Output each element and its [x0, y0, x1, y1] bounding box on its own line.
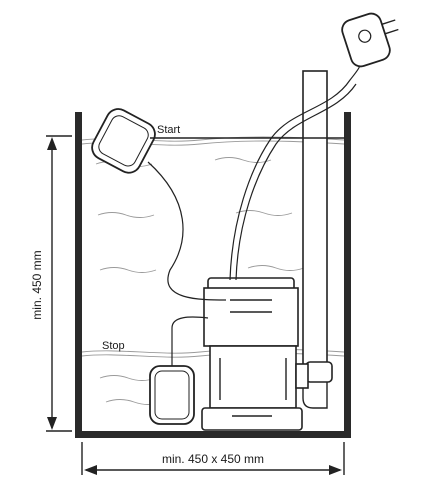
pump-motor-body: [209, 345, 297, 409]
arrow-down-icon: [47, 417, 57, 430]
wave-line: [247, 265, 305, 271]
wave-line: [214, 157, 272, 163]
power-cable-2: [235, 83, 357, 281]
pit-right-wall: [344, 112, 351, 438]
wave-line: [99, 267, 157, 273]
height-dimension: min. 450 mm: [30, 135, 72, 432]
power-cable: [229, 59, 362, 281]
sump-pit: [75, 112, 351, 438]
pump-outlet: [295, 363, 309, 389]
width-dimension: min. 450 x 450 mm: [81, 442, 345, 475]
wave-line: [235, 210, 293, 216]
arrow-left-icon: [84, 465, 97, 475]
float-cable-stop: [171, 316, 209, 366]
height-label: min. 450 mm: [30, 250, 44, 319]
cables: [147, 59, 362, 366]
discharge-pipe: [302, 70, 333, 409]
pump-base: [201, 407, 303, 431]
float-switch-start-icon: [91, 108, 156, 174]
power-plug-icon: [341, 12, 399, 68]
width-label: min. 450 x 450 mm: [162, 452, 264, 466]
pit-left-wall: [75, 112, 82, 438]
float-switch-stop-icon: [149, 365, 195, 425]
start-label: Start: [157, 124, 180, 136]
pit-floor: [75, 431, 351, 438]
pipe-coupling: [305, 361, 333, 383]
pipe-elbow: [302, 380, 328, 409]
float-cable-start: [147, 161, 227, 301]
arrow-up-icon: [47, 137, 57, 150]
wave-line: [99, 375, 157, 381]
wave-line: [97, 212, 155, 218]
pipe-icon: [302, 70, 328, 372]
submersible-pump-icon: [201, 277, 309, 431]
arrow-right-icon: [329, 465, 342, 475]
stop-label: Stop: [102, 340, 125, 352]
pump-upper-housing: [203, 287, 299, 347]
